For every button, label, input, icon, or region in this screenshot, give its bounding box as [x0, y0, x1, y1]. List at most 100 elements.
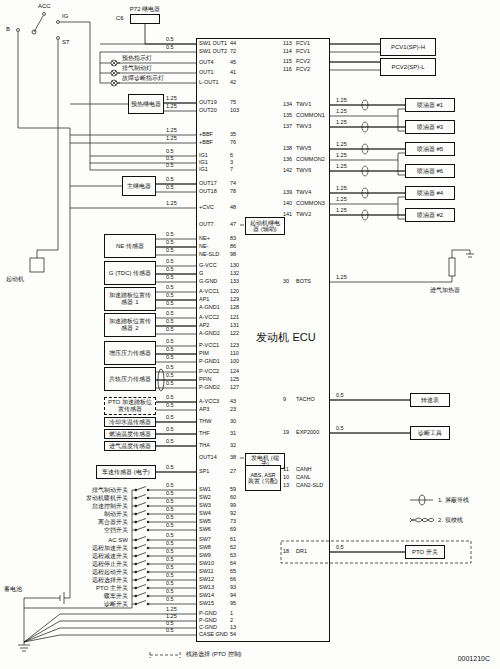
pto-region	[281, 541, 471, 563]
pin-number: 83	[230, 236, 236, 242]
switch-label: 空挡开关	[104, 527, 128, 533]
component-box: 主继电器	[122, 176, 156, 196]
wire-size: 1.25	[166, 136, 177, 142]
wire	[156, 388, 196, 389]
wire-size: 0.5	[166, 439, 174, 445]
wire-size: 0.5	[166, 427, 174, 433]
pin-number: 122	[230, 331, 239, 337]
wire	[156, 308, 196, 309]
pin-number: 59	[230, 487, 236, 493]
wire	[100, 52, 196, 53]
pin-number: 11	[283, 467, 289, 473]
pin-number: 31	[230, 431, 236, 437]
switch-contact	[147, 521, 149, 523]
wire-size: 0.5	[166, 240, 174, 246]
battery-symbol	[60, 592, 64, 604]
pin-number: 2	[230, 618, 233, 624]
wire-size: 0.5	[166, 549, 174, 555]
wire	[156, 326, 196, 327]
component-box: 加速踏板位置传感器 1	[104, 287, 156, 311]
component-box: 车速传感器 (电子)	[96, 465, 156, 479]
pin-number: 137	[283, 124, 292, 130]
signal-name: NE+	[199, 236, 210, 242]
wire	[156, 292, 196, 293]
wire	[330, 52, 380, 53]
terminal-label: ST	[62, 39, 70, 45]
wire	[117, 63, 196, 64]
switch-symbol	[132, 511, 150, 515]
wire	[240, 225, 244, 226]
pin-number: 45	[230, 60, 236, 66]
wire	[156, 446, 196, 447]
component-label: 喷油器 #4	[417, 190, 443, 197]
terminal-label: 起动机	[6, 276, 24, 282]
wire-size: 1.25	[336, 98, 347, 104]
signal-name: OUT1	[199, 70, 214, 76]
wire	[330, 62, 380, 63]
pin-number: 124	[230, 369, 239, 375]
signal-name: OUT17	[199, 181, 217, 187]
component-label: 加速踏板位置传感器 1	[107, 292, 153, 306]
component-box: 共轨压力传感器	[104, 367, 156, 391]
lamp-symbol	[112, 71, 116, 75]
wire	[156, 402, 196, 403]
signal-name: SW2	[199, 495, 211, 501]
wire-size: 0.5	[166, 541, 174, 547]
signal-name: SW7	[199, 537, 211, 543]
signal-name: P-VCC1	[199, 343, 219, 349]
wire	[330, 105, 405, 106]
wire	[156, 362, 196, 363]
pin-number: 131	[230, 323, 239, 329]
ignition-contact	[57, 37, 60, 40]
component-label: 车速传感器 (电子)	[102, 469, 150, 476]
wire-size: 1.25	[336, 197, 347, 203]
signal-name: IG1	[199, 167, 208, 173]
pin-number: 75	[230, 100, 236, 106]
component-label: 燃油温度传感器	[109, 431, 151, 438]
component-label: 喷油器 #5	[417, 146, 443, 153]
wire-connector	[156, 380, 196, 381]
switch-symbol	[132, 527, 150, 531]
switch-symbol	[132, 495, 150, 499]
switch-symbol	[132, 545, 150, 549]
pin-number: 72	[230, 49, 236, 55]
wire-size: 0.5	[166, 507, 174, 513]
signal-name: SW3	[199, 503, 211, 509]
signal-name: SW14	[199, 593, 214, 599]
component-label: 发动机 ECU	[243, 331, 329, 344]
pin-number: 38	[230, 455, 236, 461]
signal-name: NE-SLD	[199, 252, 219, 258]
wire-size: 0.5	[166, 301, 174, 307]
wire-size: 0.5	[166, 327, 174, 333]
part-label: 蓄电池	[4, 586, 22, 592]
component-label: 喷油器 #2	[417, 212, 443, 219]
pin-number: 30	[230, 419, 236, 425]
switch-contact	[147, 547, 149, 549]
wire-size: 1.25	[336, 275, 347, 281]
signal-name: FCV2	[296, 59, 310, 65]
signal-name: +CVC	[199, 205, 214, 211]
pin-number: 18	[283, 549, 289, 555]
wire-size: 0.5	[166, 573, 174, 579]
wire-size: 0.5	[166, 533, 174, 539]
signal-name: SW8	[199, 545, 211, 551]
component-label: 加速踏板位置传感器 2	[107, 318, 153, 332]
signal-name: SW10	[199, 561, 214, 567]
switch-label: 离合器开关	[98, 519, 128, 525]
wire-connector	[156, 326, 196, 327]
wire	[156, 354, 196, 355]
switch-label: 远程减速开关	[92, 553, 128, 559]
lamp-symbol	[112, 61, 116, 65]
switch-contact	[147, 595, 149, 597]
wire-size: 0.5	[166, 465, 174, 471]
switch-label: 暖车开关	[104, 593, 128, 599]
signal-name: IG1	[199, 160, 208, 166]
signal-name: CASE GND	[199, 632, 228, 638]
component-box: 喷油器 #2	[405, 208, 455, 222]
signal-name: G	[199, 271, 203, 277]
signal-name: +BBF	[199, 132, 213, 138]
pin-number: 115	[283, 59, 292, 65]
signal-name: SW1 OUT2	[199, 49, 227, 55]
component-label: 冷却水温传感器	[109, 419, 151, 426]
component-box: 转速表	[410, 393, 450, 407]
